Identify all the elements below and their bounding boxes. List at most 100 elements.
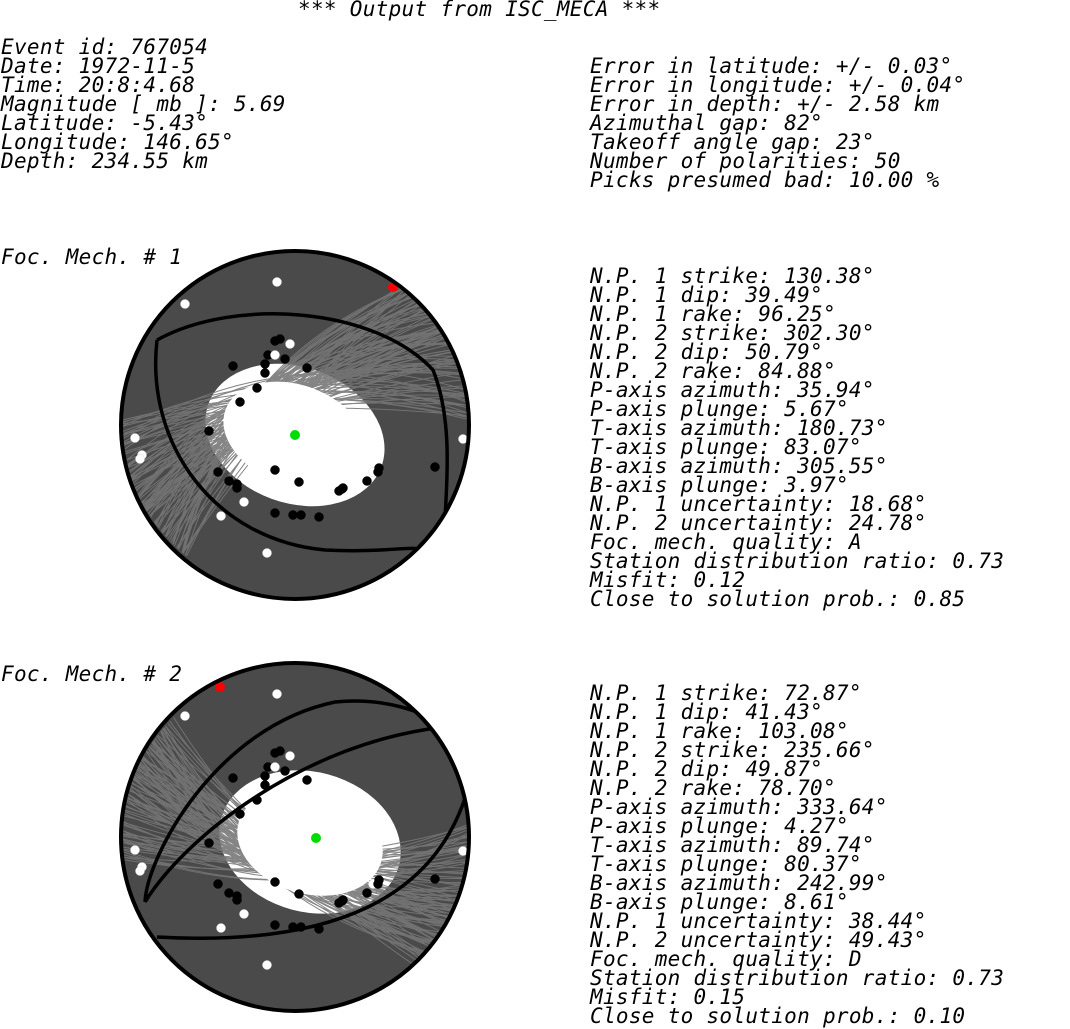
mech-1-station-5: [228, 361, 238, 371]
mech-1-station-22: [232, 479, 242, 489]
mech-2-stat-8: T-axis azimuth: 89.74°: [590, 833, 875, 857]
mech-1-station-15: [130, 433, 140, 443]
mech-1-station-17: [135, 454, 145, 464]
mech-2-nodal-plane-3: [143, 699, 447, 903]
mech-1-stat-16: Misfit: 0.12: [590, 568, 746, 592]
mech-2-station-35: [288, 922, 298, 932]
mech-1-station-37: [314, 512, 324, 522]
mech-2-nodal-plane-2: [156, 791, 469, 940]
mech-1-station-25: [294, 477, 304, 487]
mech-2-station-19: [213, 879, 223, 889]
mech-2-station-12: [252, 795, 262, 805]
mech-2-station-22: [232, 891, 242, 901]
mech-2-stat-9: T-axis plunge: 80.37°: [590, 852, 862, 876]
mech-1-stat-11: B-axis plunge: 3.97°: [590, 473, 849, 497]
page-title: *** Output from ISC_MECA ***: [298, 0, 661, 21]
mech-1-station-32: [373, 467, 383, 477]
mech-1-outline: [119, 249, 471, 601]
event-info: Event id: 767054 Date: 1972-11-5 Time: 2…: [1, 35, 286, 173]
mech-1-stat-14: Foc. mech. quality: A: [590, 530, 862, 554]
event-id: Event id: 767054: [1, 35, 209, 59]
mech-1-nodal-plane-2: [154, 339, 422, 553]
mech-2-station-3: [270, 748, 280, 758]
mech-2-station-4: [285, 751, 295, 761]
event-latitude: Latitude: -5.43°: [1, 111, 209, 135]
mech-1-station-8: [280, 354, 290, 364]
mech-2-station-5: [228, 773, 238, 783]
mech-1-station-20: [224, 476, 234, 486]
mech-2-stats: N.P. 1 strike: 72.87°N.P. 1 dip: 41.43°N…: [590, 681, 1005, 1028]
mech-1-stat-17: Close to solution prob.: 0.85: [590, 587, 966, 611]
mech-1-station-13: [235, 397, 245, 407]
mech-1-station-38: [430, 462, 440, 472]
event-longitude: Longitude: 146.65°: [1, 130, 234, 154]
mech-1-station-1: [272, 277, 282, 287]
mech-2-stat-12: N.P. 1 uncertainty: 38.44°: [590, 909, 927, 933]
mech-1-t-axis: [290, 430, 300, 440]
mech-1-stat-1: N.P. 1 dip: 39.49°: [590, 283, 823, 307]
mech-1-station-9: [302, 363, 312, 373]
mech-2-station-34: [270, 920, 280, 930]
takeoff-angle-gap: Takeoff angle gap: 23°: [590, 130, 875, 154]
mech-2-station-15: [130, 845, 140, 855]
mech-2-station-7: [270, 762, 280, 772]
mech-2-station-37: [314, 924, 324, 934]
mech-2-stat-0: N.P. 1 strike: 72.87°: [590, 681, 862, 705]
mech-2-stat-7: P-axis plunge: 4.27°: [590, 814, 849, 838]
mech-2-station-0: [180, 711, 190, 721]
mech-2-station-38: [430, 874, 440, 884]
mech-1-station-11: [260, 368, 270, 378]
mech-2-t-axis: [311, 833, 321, 843]
mech-2-label: Foc. Mech. # 2: [1, 662, 183, 686]
mech-2-stat-15: Station distribution ratio: 0.73: [590, 966, 1005, 990]
event-depth: Depth: 234.55 km: [1, 149, 209, 173]
mech-2-stat-17: Close to solution prob.: 0.10: [590, 1004, 966, 1028]
mech-1-station-12: [252, 383, 262, 393]
error-latitude: Error in latitude: +/- 0.03°: [590, 54, 953, 78]
mech-2-stat-3: N.P. 2 strike: 235.66°: [590, 738, 875, 762]
mech-1-station-19: [213, 467, 223, 477]
mech-2-stat-2: N.P. 1 rake: 103.08°: [590, 719, 849, 743]
picks-presumed-bad: Picks presumed bad: 10.00 %: [590, 168, 940, 192]
mech-1-stat-2: N.P. 1 rake: 96.25°: [590, 302, 836, 326]
mech-2-station-33: [216, 923, 226, 933]
mech-2-station-29: [362, 888, 372, 898]
mech-1-stat-13: N.P. 2 uncertainty: 24.78°: [590, 511, 927, 535]
event-errors: Error in latitude: +/- 0.03° Error in lo…: [590, 54, 965, 192]
mech-2-stat-11: B-axis plunge: 8.61°: [590, 890, 849, 914]
mech-2-stat-4: N.P. 2 dip: 49.87°: [590, 757, 823, 781]
mech-1-station-29: [362, 476, 372, 486]
mech-1-station-24: [270, 465, 280, 475]
mech-1-station-34: [270, 508, 280, 518]
mech-1-stat-9: T-axis plunge: 83.07°: [590, 435, 862, 459]
event-time: Time: 20:8:4.68: [1, 73, 196, 97]
mech-2-p-axis: [215, 682, 225, 692]
mech-1-station-14: [204, 426, 214, 436]
mech-2-station-20: [224, 888, 234, 898]
mech-1-stat-12: N.P. 1 uncertainty: 18.68°: [590, 492, 927, 516]
mech-2-station-24: [270, 877, 280, 887]
mech-2-station-9: [302, 775, 312, 785]
mech-1-stat-0: N.P. 1 strike: 130.38°: [590, 264, 875, 288]
mech-1-beachball: [119, 249, 471, 601]
mech-2-stat-6: P-axis azimuth: 333.64°: [590, 795, 888, 819]
mech-1-stat-10: B-axis azimuth: 305.55°: [590, 454, 888, 478]
mech-1-station-7: [270, 350, 280, 360]
mech-1-station-39: [262, 548, 272, 558]
event-date: Date: 1972-11-5: [1, 54, 196, 78]
mech-2-station-25: [294, 889, 304, 899]
mech-1-station-36: [296, 510, 306, 520]
mech-2-station-13: [235, 809, 245, 819]
mech-1-station-23: [239, 497, 249, 507]
error-depth: Error in depth: +/- 2.58 km: [590, 92, 940, 116]
mech-1-stat-7: P-axis plunge: 5.67°: [590, 397, 849, 421]
mech-2-stat-16: Misfit: 0.15: [590, 985, 746, 1009]
event-magnitude: Magnitude [ mb ]: 5.69: [1, 92, 286, 116]
mech-1-station-3: [270, 336, 280, 346]
mech-1-station-0: [180, 299, 190, 309]
mech-2-station-23: [239, 909, 249, 919]
mech-1-station-28: [338, 483, 348, 493]
mech-2-station-10: [260, 771, 270, 781]
mech-1-station-4: [285, 339, 295, 349]
mech-2-station-11: [260, 780, 270, 790]
